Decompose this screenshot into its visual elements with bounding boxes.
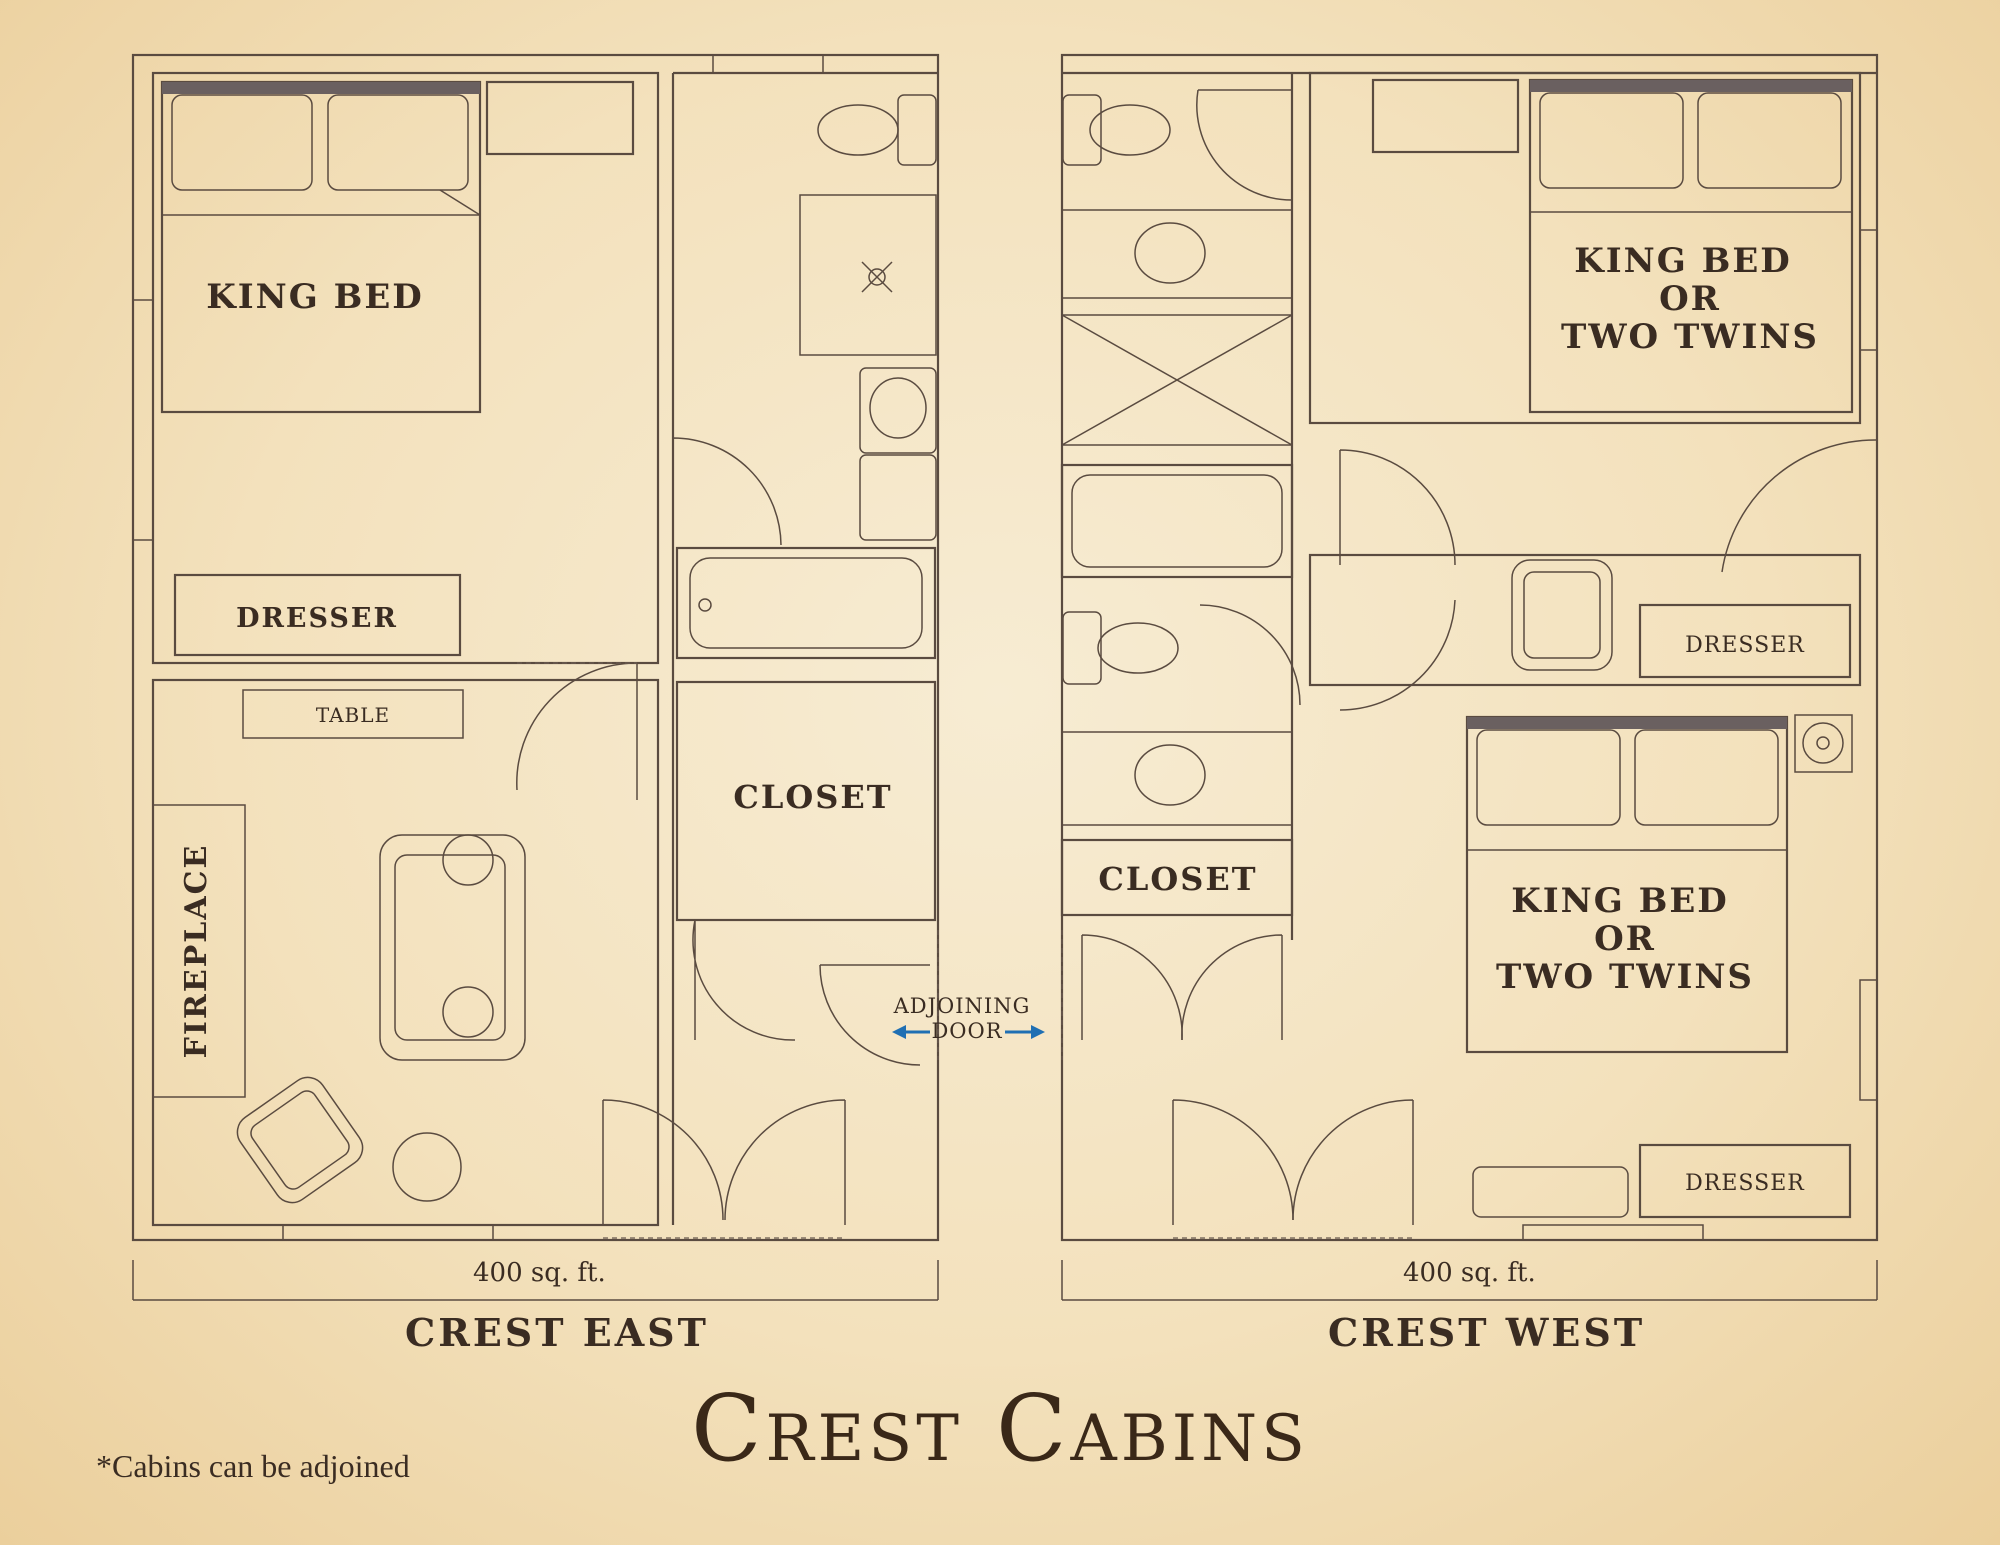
shower-icon bbox=[1061, 314, 1293, 446]
nightstand-icon bbox=[485, 80, 635, 156]
page-title: Crest Cabins bbox=[691, 1375, 1309, 1482]
king-bed-icon bbox=[1528, 78, 1854, 414]
east-cabin-name: CREST EAST bbox=[405, 1310, 709, 1355]
sink-icon bbox=[859, 367, 937, 454]
east-table bbox=[242, 689, 464, 739]
king-bed-icon bbox=[160, 80, 482, 414]
king-bed-icon bbox=[1465, 715, 1789, 1054]
bathtub-icon bbox=[1060, 463, 1294, 579]
west-dresser1-label: DRESSER bbox=[1685, 633, 1805, 658]
west-closet bbox=[1060, 838, 1294, 917]
fireplace-label: FIREPLACE bbox=[179, 844, 214, 1059]
fan-icon bbox=[1794, 714, 1853, 773]
west-dresser-1 bbox=[1638, 603, 1852, 679]
east-bed-label: KING BED bbox=[206, 277, 424, 317]
east-dresser-label: DRESSER bbox=[236, 603, 398, 634]
side-table-icon bbox=[392, 1132, 462, 1202]
west-closet-label: CLOSET bbox=[1098, 860, 1257, 898]
crest-east-plan: KING BED DRESSER TABLE FIREPLACE CLOSET bbox=[131, 53, 940, 1301]
crest-west-plan: CLOSET KING BED OR TWO TWINS DRESSER bbox=[1060, 53, 1879, 1301]
west-area: 400 sq. ft. bbox=[1403, 1258, 1536, 1288]
east-dresser bbox=[173, 573, 462, 657]
adjoining-door-line1: ADJOINING bbox=[893, 994, 1031, 1018]
sink-icon bbox=[1134, 222, 1206, 284]
west-bed1-line3: TWO TWINS bbox=[1561, 317, 1819, 357]
east-table-label: TABLE bbox=[316, 703, 390, 727]
toilet-icon bbox=[1062, 94, 1171, 166]
west-bed2-line1: KING BED bbox=[1511, 881, 1729, 921]
armchair-icon bbox=[236, 1076, 364, 1204]
east-area: 400 sq. ft. bbox=[473, 1258, 606, 1288]
toilet-icon bbox=[817, 94, 937, 166]
armchair-icon bbox=[1511, 559, 1613, 671]
west-dresser2-label: DRESSER bbox=[1685, 1171, 1805, 1196]
west-cabin-name: CREST WEST bbox=[1328, 1310, 1646, 1355]
sink-icon bbox=[1134, 744, 1206, 806]
bathtub-icon bbox=[675, 546, 937, 660]
nightstand-icon bbox=[1371, 78, 1520, 154]
luggage-rack-icon bbox=[1472, 1166, 1629, 1218]
fireplace bbox=[152, 804, 246, 1098]
east-closet-label: CLOSET bbox=[733, 778, 892, 816]
double-arrow-icon bbox=[892, 1025, 1045, 1039]
east-closet bbox=[675, 680, 937, 922]
sofa-icon bbox=[379, 834, 526, 1061]
shower-icon bbox=[799, 194, 937, 356]
west-dresser-2 bbox=[1638, 1143, 1852, 1219]
adjoining-door: ADJOINING DOOR bbox=[892, 930, 1063, 1060]
toilet-icon bbox=[1062, 611, 1179, 685]
west-bed1-line2: OR bbox=[1659, 279, 1721, 319]
west-bed2-line3: TWO TWINS bbox=[1496, 957, 1754, 997]
west-bed2-line2: OR bbox=[1594, 919, 1656, 959]
footnote: *Cabins can be adjoined bbox=[96, 1448, 410, 1484]
west-bed1-line1: KING BED bbox=[1574, 241, 1792, 281]
adjoining-door-line2: DOOR bbox=[931, 1019, 1002, 1043]
